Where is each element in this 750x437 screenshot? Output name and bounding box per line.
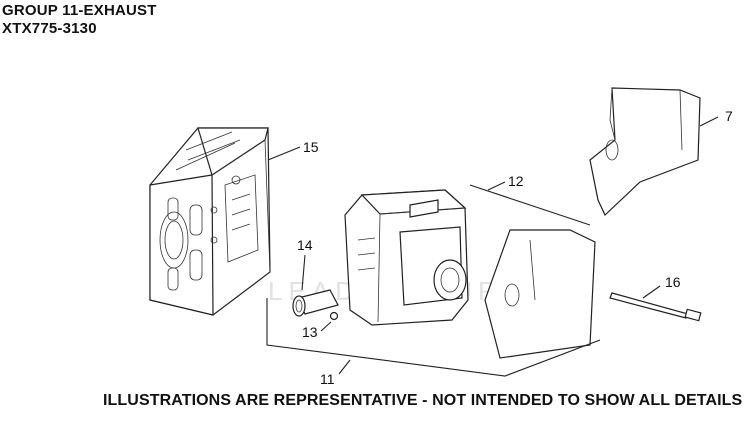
kit-11-bracket — [266, 298, 601, 377]
part-13-screw[interactable] — [329, 311, 339, 321]
part-7-heat-shield[interactable] — [589, 87, 701, 217]
callout-14[interactable]: 14 — [297, 237, 313, 253]
leader-line-7 — [699, 116, 719, 127]
part-12-muffler[interactable] — [344, 189, 469, 326]
model-number: XTX775-3130 — [2, 20, 97, 37]
callout-11[interactable]: 11 — [320, 371, 335, 387]
callout-15[interactable]: 15 — [303, 139, 319, 155]
leader-line-15 — [267, 146, 301, 161]
callout-16[interactable]: 16 — [665, 274, 681, 290]
part-16-stud[interactable] — [609, 292, 702, 322]
disclaimer-text: ILLUSTRATIONS ARE REPRESENTATIVE - NOT I… — [103, 392, 743, 409]
leader-line-14 — [301, 254, 306, 291]
group-title: GROUP 11-EXHAUST — [2, 2, 157, 19]
leader-line-13 — [320, 321, 332, 332]
leader-line-11 — [338, 359, 351, 375]
kit-11-bracket-top — [469, 184, 591, 226]
part-14-tail-pipe[interactable] — [292, 289, 339, 317]
part-15-muffler-guard[interactable] — [149, 127, 271, 316]
leader-line-16 — [642, 285, 661, 299]
callout-13[interactable]: 13 — [302, 324, 318, 340]
callout-7[interactable]: 7 — [725, 108, 733, 124]
part-11-gasket-plate[interactable] — [484, 229, 596, 359]
leader-line-12 — [487, 181, 506, 191]
callout-12[interactable]: 12 — [508, 173, 524, 189]
